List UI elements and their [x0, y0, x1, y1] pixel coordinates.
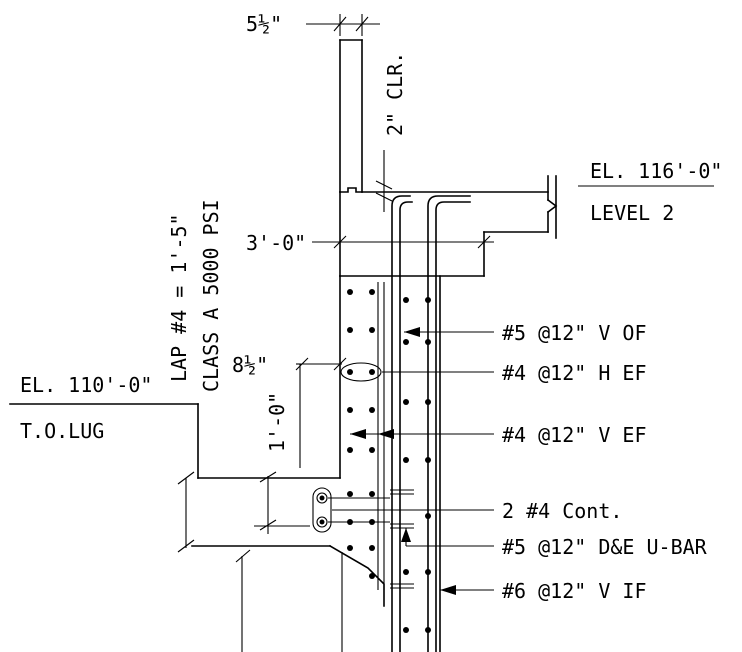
callout-label-5: #5 @12" D&E U-BAR — [502, 535, 708, 559]
upper-wall — [339, 39, 363, 193]
upper-elevation-label: EL. 116'-0" — [590, 159, 722, 183]
callout-label-4: 2 #4 Cont. — [502, 499, 622, 523]
slab-step-dimension — [312, 235, 494, 249]
lower-footing-lines — [235, 549, 343, 652]
lap-note: LAP #4 = 1'-5" — [167, 213, 191, 382]
rebar-layout — [312, 195, 471, 652]
wall-thickness-dimension — [306, 14, 380, 36]
concrete-note: CLASS A 5000 PSI — [199, 199, 223, 392]
clear-cover-label: 2" CLR. — [383, 52, 407, 136]
callout-label-6: #6 @12" V IF — [502, 579, 647, 603]
lug-offset-label: 8½" — [232, 353, 268, 377]
rebar-dots-right — [403, 297, 431, 633]
lower-elevation-label: EL. 110'-0" — [20, 373, 152, 397]
clear-cover-dimension — [375, 150, 393, 212]
lug-depth-label: 1'-0" — [265, 392, 289, 452]
wall-thickness-label: 5½" — [246, 12, 282, 36]
callout-label-3: #4 @12" V EF — [502, 423, 647, 447]
lug-offset-dimension — [295, 357, 347, 468]
lower-wall — [9, 275, 441, 652]
upper-level-label: LEVEL 2 — [590, 201, 674, 225]
callout-label-1: #5 @12" V OF — [502, 321, 647, 345]
callout-leaders — [332, 327, 494, 595]
lower-level-label: T.O.LUG — [20, 419, 104, 443]
slab — [339, 175, 558, 277]
rebar-dots-left — [347, 289, 375, 579]
callout-label-2: #4 @12" H EF — [502, 361, 647, 385]
slab-step-label: 3'-0" — [246, 231, 306, 255]
lug-depth-dimension — [177, 471, 310, 553]
